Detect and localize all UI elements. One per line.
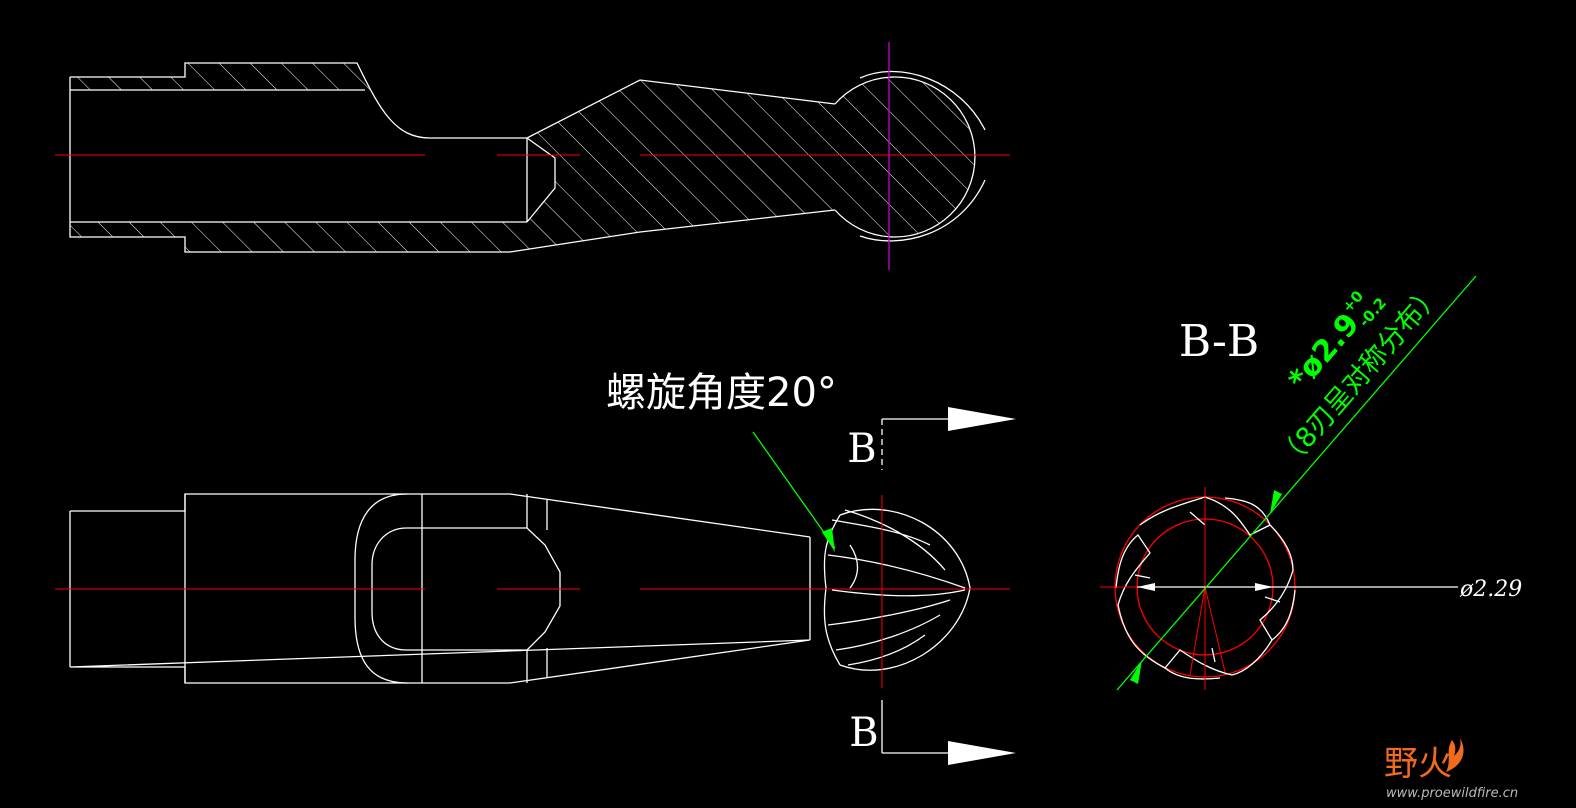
section-arrow-top [948,407,1016,431]
flute-profile [1115,496,1296,680]
watermark: 野火 www.proewildfire.cn [1384,738,1518,801]
small-diameter-dimension [1137,583,1458,591]
helix-angle-leader [752,431,836,552]
section-marker-bottom: B [849,710,878,756]
section-cut-line [881,407,1016,765]
hatched-material [70,63,975,252]
top-section-view [55,42,1010,270]
helix-angle-note: 螺旋角度20° [606,370,837,416]
section-b-b-view: B-B [1100,275,1522,691]
top-view-outline [69,62,986,253]
flame-icon [1446,738,1464,772]
bottom-view-centerline [55,495,1010,688]
small-diameter-label: ø2.29 [1459,577,1522,602]
watermark-logo: 野火 [1384,744,1452,784]
main-diameter-dimension [1116,275,1477,691]
watermark-url: www.proewildfire.cn [1386,786,1518,801]
section-marker-top: B [847,426,876,472]
bottom-elevation-view: B B 螺旋角度20° [55,370,1016,765]
section-title: B-B [1179,316,1259,367]
section-arrow-bottom [948,741,1016,765]
